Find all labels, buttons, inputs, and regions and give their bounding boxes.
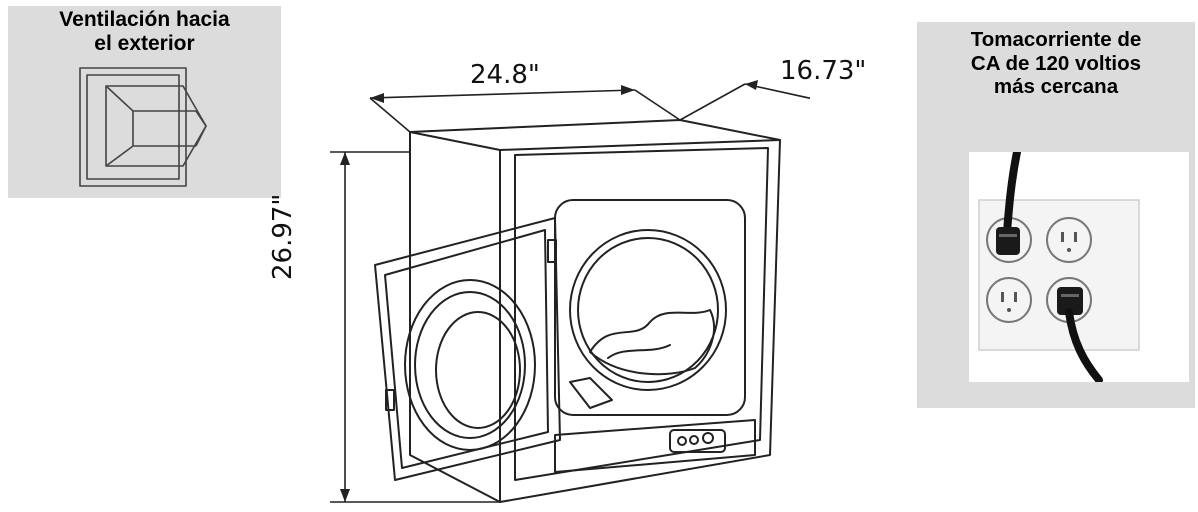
outlet-title-line-3: más cercana <box>993 75 1119 99</box>
vent-panel-title: Ventilación hacia el exterior <box>8 8 281 56</box>
width-dimension-label: 24.8" <box>470 60 540 90</box>
outlet-panel-title: Tomacorriente de CA de 120 voltios más c… <box>917 28 1195 99</box>
depth-dimension-label: 16.73" <box>780 56 867 86</box>
vent-title-line-1: Ventilación hacia <box>59 8 230 31</box>
outlet-title-line-2: CA de 120 voltios <box>970 51 1142 75</box>
height-dimension-label: 26.97" <box>268 193 298 280</box>
wall-vent-icon <box>79 67 207 187</box>
vent-panel: Ventilación hacia el exterior <box>8 6 281 198</box>
wall-outlet-icon <box>969 152 1189 382</box>
outlet-panel: Tomacorriente de CA de 120 voltios más c… <box>917 22 1195 408</box>
vent-title-line-2: el exterior <box>94 32 195 56</box>
dryer-illustration <box>330 80 810 503</box>
outlet-title-line-1: Tomacorriente de <box>970 28 1142 51</box>
